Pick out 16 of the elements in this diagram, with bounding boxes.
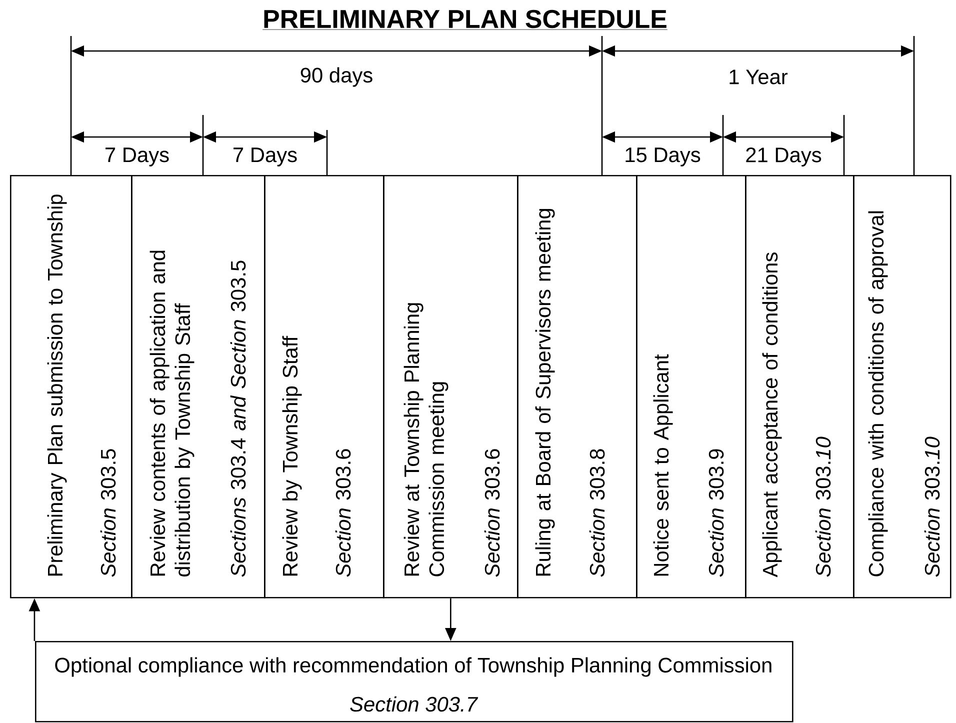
dimension-label: 7 Days — [234, 148, 297, 166]
column-box: Compliance with conditions of approval Section 303.10 — [853, 175, 952, 598]
dimension-label: 1 Year — [730, 70, 788, 84]
column-box: Preliminary Plan submission to Township Section 303.5 — [10, 175, 132, 598]
dimension-label: 21 Days — [746, 148, 822, 166]
title: PRELIMINARY PLAN SCHEDULE — [262, 10, 668, 30]
column-box: Ruling at Board of Supervisors meeting Section 303.8 — [517, 175, 638, 598]
dimension-label: 7 Days — [106, 148, 169, 166]
column-box: Notice sent to Applicant Section 303.9 — [636, 175, 746, 598]
column-box: Applicant acceptance of conditions Section 303.10 — [745, 175, 854, 598]
column-box: Review at Township Planning Commission meeting Section 303.6 — [383, 175, 518, 598]
note-box: Optional compliance with recommendation of Township Planning Commission Section 303.7 — [35, 641, 794, 722]
column-box: Review contents of application and distribution by Township Staff Sections 303.4 and Section 303.5 — [131, 175, 266, 598]
column-box: Review by Township Staff Section 303.6 — [264, 175, 384, 598]
dimension-label: 90 days — [300, 67, 372, 87]
dimension-label: 15 Days — [626, 148, 700, 166]
